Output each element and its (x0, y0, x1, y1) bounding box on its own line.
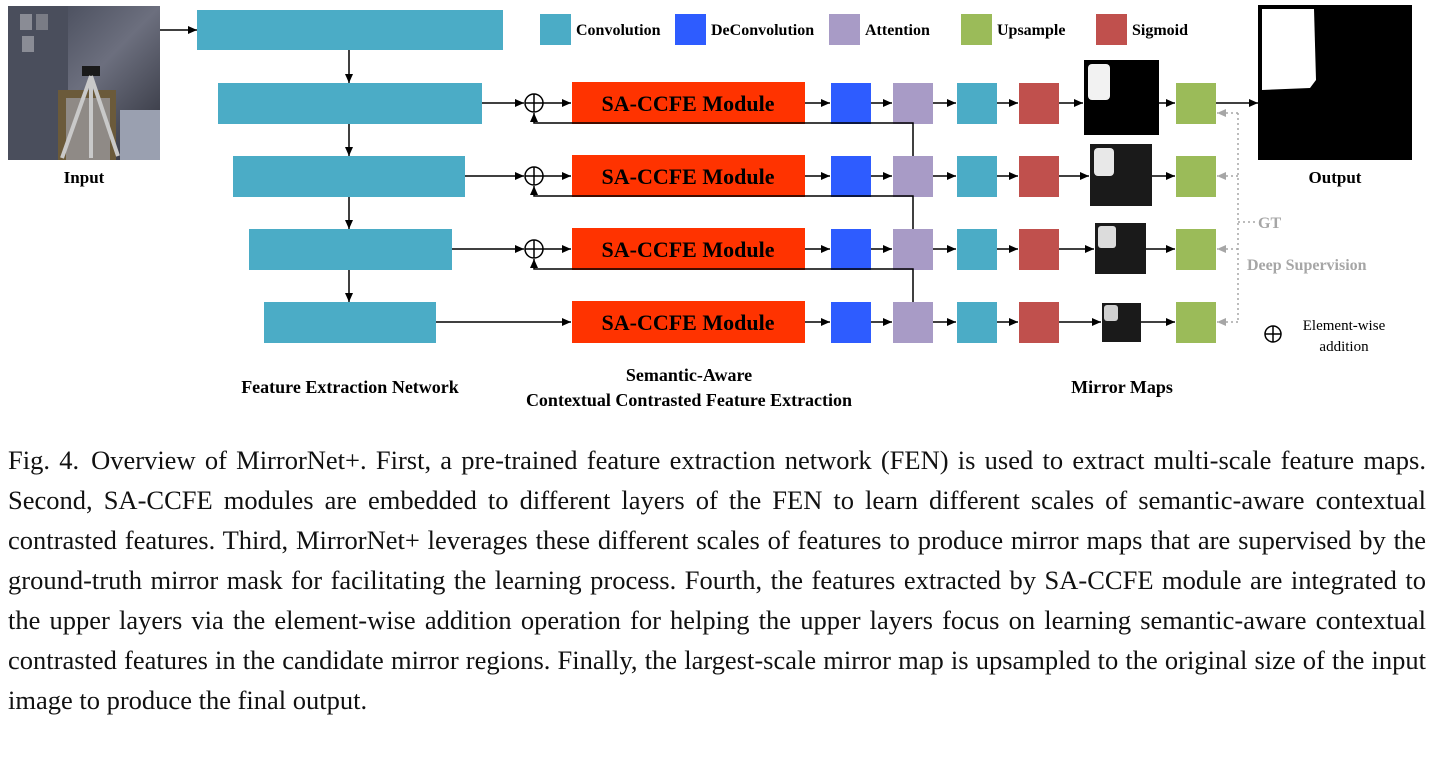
fen-block-3 (249, 229, 452, 270)
row-2-chain (805, 144, 1216, 206)
legend-swatch-sigmoid (1096, 14, 1127, 45)
sa-section-label-line2: Contextual Contrasted Feature Extraction (526, 390, 852, 410)
input-image (8, 6, 160, 160)
row-1-chain (805, 60, 1258, 135)
legend-swatch-deconvolution (675, 14, 706, 45)
attention-block (893, 156, 933, 197)
module-label: SA-CCFE Module (602, 164, 775, 189)
fen-block-0 (197, 10, 503, 50)
conv-block (957, 302, 997, 343)
legend-label-sigmoid: Sigmoid (1132, 22, 1188, 39)
attention-block (893, 83, 933, 124)
module-label: SA-CCFE Module (602, 310, 775, 335)
sigmoid-block (1019, 302, 1059, 343)
deconv-block (831, 229, 871, 270)
sa-ccfe-module-1: SA-CCFE Module (572, 82, 805, 124)
attention-block (893, 229, 933, 270)
output-label: Output (1309, 168, 1362, 187)
legend-label-attention: Attention (865, 22, 930, 39)
row-4-chain (805, 302, 1216, 343)
output-image (1258, 5, 1412, 160)
fen-block-4 (264, 302, 436, 343)
deep-supervision-label: Deep Supervision (1247, 257, 1367, 274)
input-label: Input (64, 168, 105, 187)
adder-3 (524, 239, 544, 259)
legend-label-convolution: Convolution (576, 22, 661, 39)
upsample-block (1176, 156, 1216, 197)
sigmoid-block (1019, 83, 1059, 124)
fen-block-2 (233, 156, 465, 197)
deconv-block (831, 156, 871, 197)
fen-section-label: Feature Extraction Network (241, 377, 459, 397)
attention-block (893, 302, 933, 343)
architecture-diagram: Input SA-CCFE Module SA-CCFE Module (8, 5, 1412, 410)
sa-ccfe-module-2: SA-CCFE Module (572, 155, 805, 197)
legend-label-upsample: Upsample (997, 22, 1065, 39)
conv-block (957, 156, 997, 197)
deconv-block (831, 83, 871, 124)
sa-section-label-line1: Semantic-Aware (626, 365, 752, 385)
gt-label: GT (1258, 215, 1281, 232)
feedback-row2-to-adder1 (530, 113, 914, 156)
adder-2 (524, 166, 544, 186)
legend: Convolution DeConvolution Attention Upsa… (540, 14, 1188, 45)
caption-text: Overview of MirrorNet+. First, a pre-tra… (8, 445, 1426, 715)
feedback-row3-to-adder2 (530, 186, 914, 229)
adder-1 (524, 93, 544, 113)
sigmoid-block (1019, 156, 1059, 197)
conv-block (957, 229, 997, 270)
element-wise-addition-legend: Element-wise addition (1264, 318, 1386, 355)
upsample-block (1176, 83, 1216, 124)
mirror-maps-label: Mirror Maps (1071, 377, 1173, 397)
figure-caption: Fig. 4.Overview of MirrorNet+. First, a … (8, 440, 1426, 720)
legend-label-deconvolution: DeConvolution (711, 22, 814, 39)
fen-block-1 (218, 83, 482, 124)
sigmoid-block (1019, 229, 1059, 270)
legend-swatch-upsample (961, 14, 992, 45)
upsample-block (1176, 229, 1216, 270)
legend-swatch-convolution (540, 14, 571, 45)
deconv-block (831, 302, 871, 343)
element-wise-line1: Element-wise (1303, 318, 1386, 334)
deep-supervision-lines (1217, 109, 1256, 326)
feedback-row4-to-adder3 (530, 259, 914, 302)
plus-circle-icon (1264, 325, 1282, 343)
element-wise-line2: addition (1319, 339, 1369, 355)
sa-ccfe-module-4: SA-CCFE Module (572, 301, 805, 343)
conv-block (957, 83, 997, 124)
figure-number: Fig. 4. (8, 445, 80, 475)
module-label: SA-CCFE Module (602, 91, 775, 116)
legend-swatch-attention (829, 14, 860, 45)
module-label: SA-CCFE Module (602, 237, 775, 262)
row-3-chain (805, 223, 1216, 274)
upsample-block (1176, 302, 1216, 343)
sa-ccfe-module-3: SA-CCFE Module (572, 228, 805, 270)
